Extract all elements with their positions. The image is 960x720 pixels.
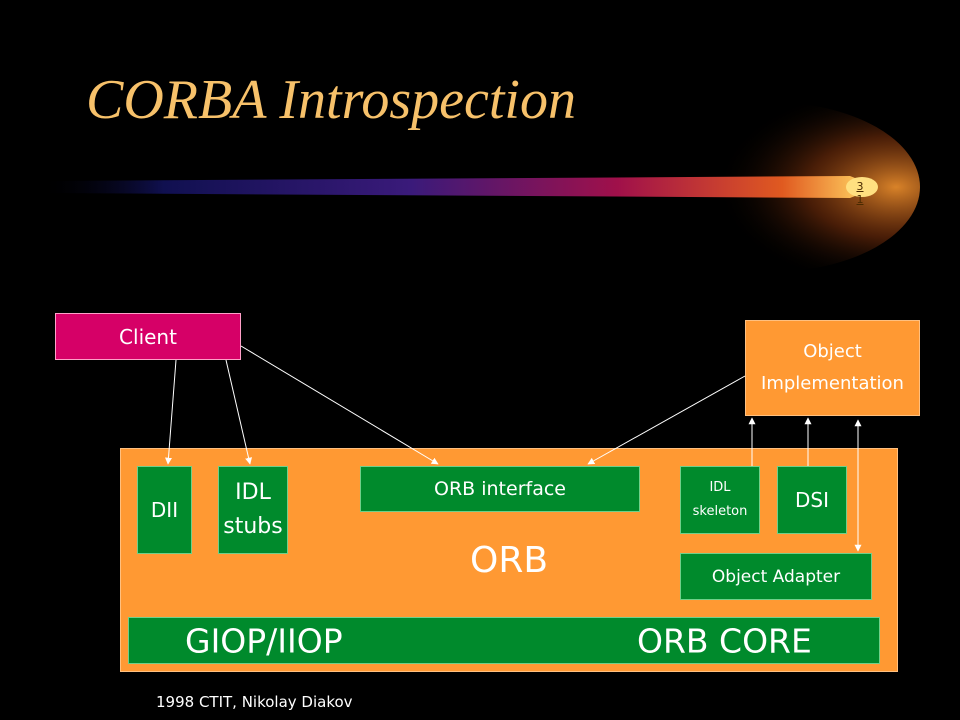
giop-iiop-label: GIOP/IIOP bbox=[185, 621, 343, 660]
idl-stubs-line-2: stubs bbox=[223, 514, 283, 539]
slide-number-digit-1: 3 bbox=[856, 180, 864, 193]
object-implementation-box: Object Implementation bbox=[745, 320, 920, 416]
dii-label: DII bbox=[150, 498, 179, 522]
idl-skeleton-line-2: skeleton bbox=[692, 504, 748, 519]
client-label: Client bbox=[119, 324, 177, 349]
orb-core-bar: GIOP/IIOP ORB CORE bbox=[128, 617, 880, 664]
idl-stubs-box: IDL stubs bbox=[218, 466, 288, 554]
idl-stubs-line-1: IDL bbox=[235, 480, 271, 505]
object-implementation-line-2: Implementation bbox=[761, 373, 904, 394]
idl-skeleton-line-1: IDL bbox=[709, 480, 731, 495]
idl-skeleton-box: IDL skeleton bbox=[680, 466, 760, 534]
dsi-label: DSI bbox=[795, 488, 829, 512]
orb-interface-label: ORB interface bbox=[434, 478, 566, 500]
orb-interface-box: ORB interface bbox=[360, 466, 640, 512]
slide-title: CORBA Introspection bbox=[86, 69, 576, 131]
client-box: Client bbox=[55, 313, 241, 360]
footer-credit: 1998 CTIT, Nikolay Diakov bbox=[156, 693, 353, 711]
object-adapter-label: Object Adapter bbox=[711, 566, 841, 587]
slide-number-digit-2: 1 bbox=[856, 193, 864, 206]
orb-core-label: ORB CORE bbox=[637, 621, 812, 660]
dii-box: DII bbox=[137, 466, 192, 554]
object-adapter-box: Object Adapter bbox=[680, 553, 872, 600]
dsi-box: DSI bbox=[777, 466, 847, 534]
slide-number: 3 1 bbox=[853, 180, 867, 206]
orb-label: ORB bbox=[470, 540, 549, 581]
object-implementation-line-1: Object bbox=[803, 341, 862, 362]
